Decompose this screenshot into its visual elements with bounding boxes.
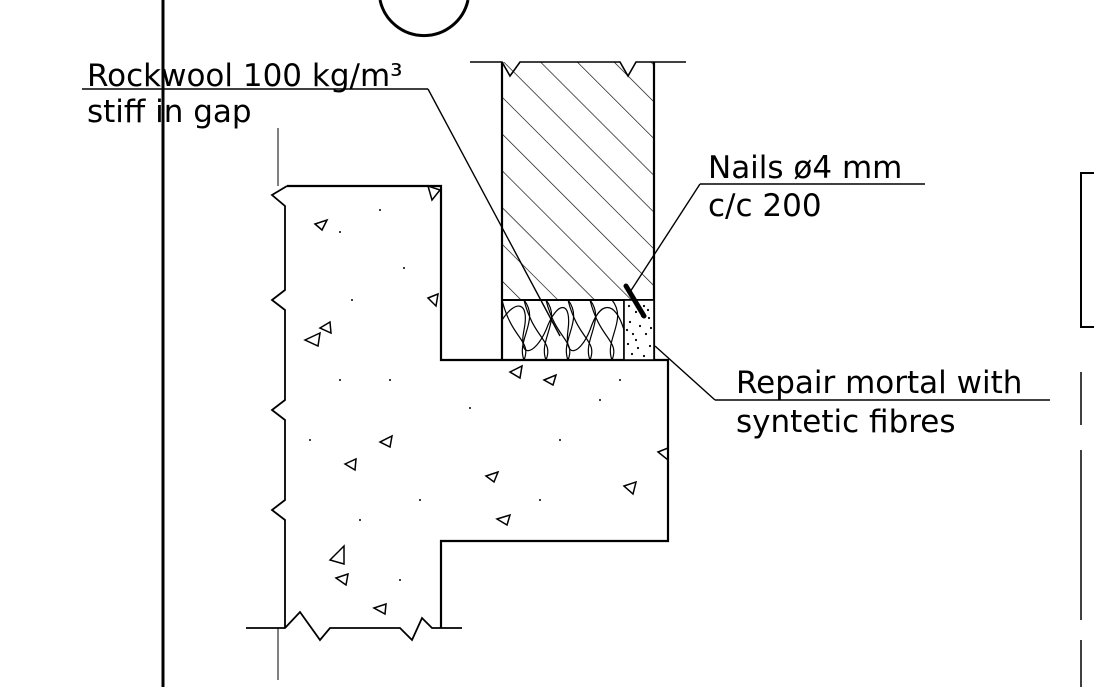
rockwool-insulation	[502, 300, 624, 360]
label-mortar-line2: syntetic fibres	[736, 404, 956, 440]
label-rockwool-line2: stiff in gap	[87, 94, 252, 130]
concrete-break-line-bottom	[246, 610, 462, 642]
detail-marker-arc	[378, 0, 470, 38]
concrete-break-line-left	[270, 185, 288, 628]
concrete-aggregate-marks	[303, 184, 669, 616]
right-frame-fragments	[1080, 172, 1094, 687]
leader-lines	[82, 88, 1050, 401]
label-nails-line2: c/c 200	[708, 188, 822, 224]
label-mortar-line1: Repair mortal with	[736, 365, 1022, 401]
concrete-slab	[246, 128, 670, 680]
timber-beam	[470, 61, 686, 360]
timber-break-line-top	[470, 61, 686, 78]
label-rockwool-line1: Rockwool 100 kg/m³	[87, 58, 403, 94]
concrete-dots	[309, 209, 621, 581]
nail	[623, 283, 647, 319]
rockwool-outline	[501, 299, 625, 361]
label-nails-line1: Nails ø4 mm	[708, 150, 902, 186]
